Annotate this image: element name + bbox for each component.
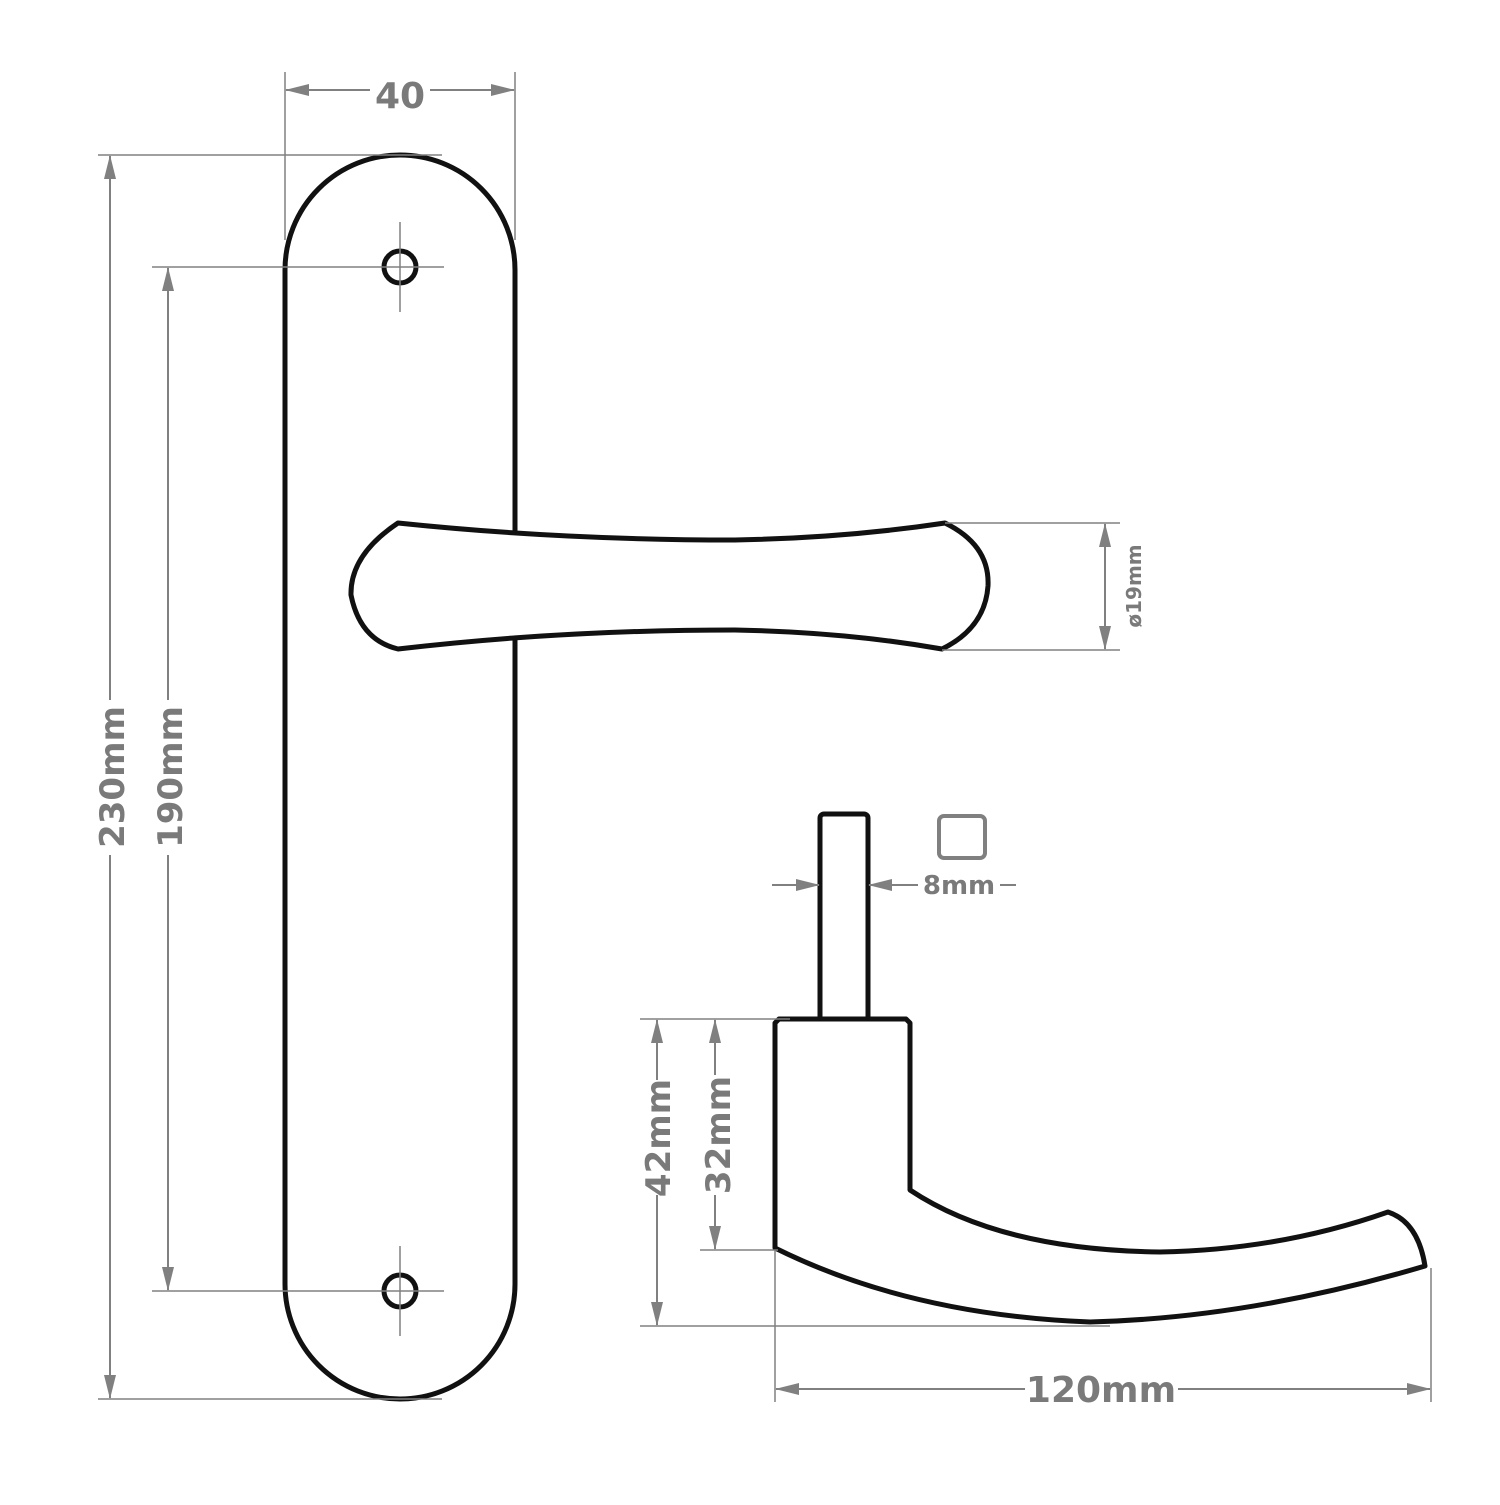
dim-handle-drop: 32mm	[699, 1019, 778, 1251]
handle-diameter-label: ø19mm	[1122, 544, 1146, 627]
overall-height-label: 230mm	[93, 706, 133, 848]
spindle-size-label: 8mm	[923, 871, 995, 901]
hole-spacing-label: 190mm	[151, 706, 191, 848]
lever-handle-front	[348, 520, 991, 652]
projection-label: 120mm	[1026, 1370, 1176, 1411]
handle-drop-label: 32mm	[699, 1076, 739, 1194]
spindle	[817, 811, 871, 1032]
dim-spindle: 8mm	[772, 814, 1016, 901]
lever-side-profile	[772, 1016, 1428, 1325]
dim-plate-width: 40	[284, 72, 516, 240]
backplate	[282, 152, 518, 1402]
square-spindle-icon	[937, 814, 987, 860]
dim-overall-height: 230mm	[93, 154, 442, 1400]
plate-width-label: 40	[375, 76, 425, 117]
lever-side-view	[772, 811, 1428, 1325]
dim-hole-spacing: 190mm	[151, 266, 444, 1292]
rose-height-label: 42mm	[639, 1079, 679, 1197]
backplate-outline	[282, 152, 518, 1402]
dim-handle-diameter: ø19mm	[942, 522, 1146, 651]
dim-rose-height: 42mm	[639, 1018, 1110, 1327]
dim-handle-projection: 120mm	[774, 1250, 1432, 1411]
